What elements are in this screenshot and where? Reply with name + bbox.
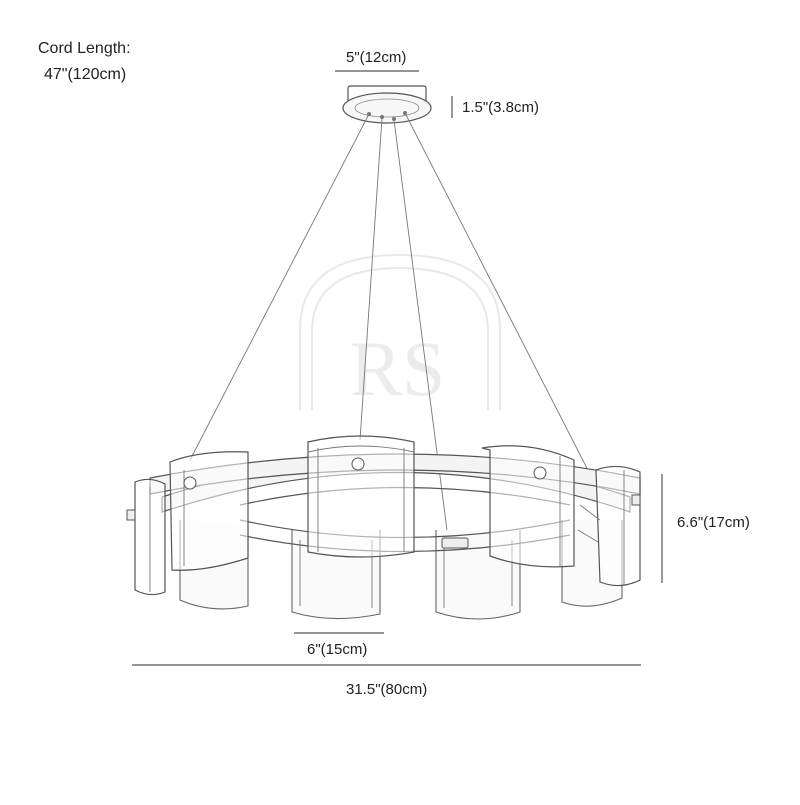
center-shade — [307, 435, 415, 558]
canopy-height-dimension: 1.5"(3.8cm) — [451, 96, 539, 118]
overall-width-dimension: 31.5"(80cm) — [132, 664, 641, 698]
canopy-width-label: 5"(12cm) — [346, 49, 406, 66]
suspension-cables — [189, 112, 593, 539]
fixture-height-dimension: 6.6"(17cm) — [661, 474, 750, 583]
canopy-height-label: 1.5"(3.8cm) — [462, 99, 539, 116]
mount-bracket — [441, 537, 469, 549]
shade-width-dimension: 6"(15cm) — [294, 632, 384, 658]
shade-width-label: 6"(15cm) — [307, 641, 367, 658]
cord-length-label: Cord Length: — [38, 40, 131, 57]
overall-width-label: 31.5"(80cm) — [346, 681, 427, 698]
left-shades — [126, 451, 249, 596]
cord-length-value: 47"(120cm) — [44, 66, 126, 83]
ceiling-canopy — [342, 85, 432, 124]
watermark-monogram: RS — [350, 325, 445, 412]
watermark-logo: RS — [299, 253, 501, 412]
canopy-width-dimension: 5"(12cm) — [335, 49, 419, 72]
fixture-height-label: 6.6"(17cm) — [677, 514, 750, 531]
right-shades — [481, 445, 641, 587]
